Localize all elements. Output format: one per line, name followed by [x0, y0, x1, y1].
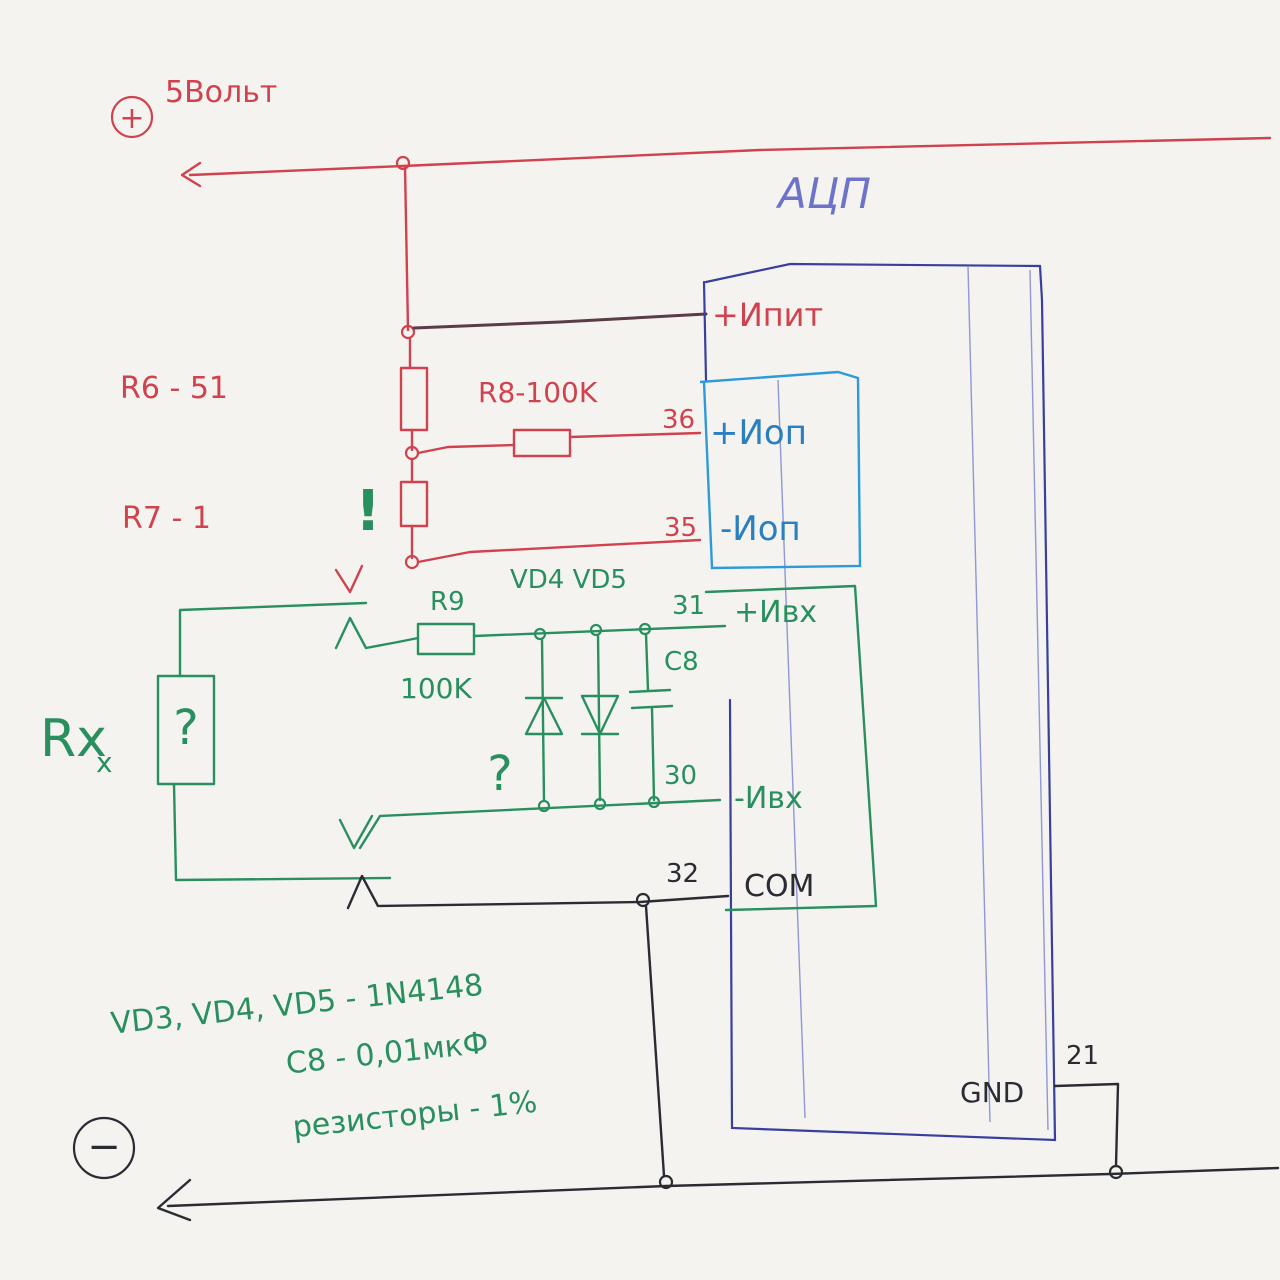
- r8-wire-right: [568, 431, 702, 439]
- r8-label: R8-100K: [478, 376, 598, 409]
- adc-inner-line-2: [967, 265, 991, 1123]
- rx-top-wire: [178, 601, 368, 678]
- connector-v-top-icon: [334, 564, 364, 594]
- adc-inner-line-1: [777, 379, 806, 1119]
- pin-number-35: 35: [664, 513, 697, 543]
- ground-junction-left: [658, 1174, 674, 1190]
- minus-terminal-circle: [72, 1116, 136, 1180]
- vd5-bottom-junction: [593, 797, 607, 811]
- adc-outline: [704, 262, 1057, 1142]
- rx-label-sub: x: [96, 746, 113, 779]
- supply-to-adc-wire: [412, 312, 708, 330]
- com-wire: [378, 894, 730, 908]
- diode-question-mark: ?: [487, 746, 512, 802]
- warning-mark: !: [355, 479, 381, 544]
- input-circuit: +Ивх -Ивх COM 31 30 ? Rx x R9 100K VD4 V…: [40, 565, 878, 912]
- plus-terminal-symbol: +: [119, 101, 144, 136]
- supply-rail-wire: [188, 136, 1272, 177]
- r9-label: R9: [430, 587, 465, 617]
- pin-plus-ref-label: +Иоп: [710, 413, 807, 453]
- vd5-top-junction: [589, 623, 603, 637]
- c8-lead-top: [644, 632, 650, 692]
- connector-caret-bottom-icon: [346, 874, 380, 910]
- pin-plus-in-label: +Ивх: [734, 595, 817, 630]
- r9-wire-left: [396, 636, 420, 644]
- com-junction: [635, 892, 651, 908]
- ground-junction-right: [1108, 1164, 1124, 1180]
- pin-minus-ref-label: -Иоп: [720, 509, 801, 549]
- r7-resistor: [399, 480, 429, 528]
- vd4-bottom-junction: [537, 799, 551, 813]
- ground-rail-wire: [166, 1166, 1280, 1208]
- com-drop-wire: [644, 904, 666, 1178]
- vd4-lead: [540, 637, 546, 802]
- ground-network: 32 − GND 21: [72, 859, 1280, 1222]
- supply-arrow-icon: [180, 161, 202, 188]
- pin-number-31: 31: [672, 591, 705, 621]
- c8-label: C8: [664, 647, 699, 677]
- r8-resistor: [512, 428, 572, 458]
- vd5-lead: [596, 633, 602, 802]
- r6-label: R6 - 51: [120, 371, 228, 406]
- adc-left-edge: [702, 280, 708, 382]
- rx-bottom-wire: [172, 782, 392, 882]
- r6-top-junction: [400, 324, 416, 340]
- pin-number-32: 32: [666, 859, 699, 889]
- reference-box: [699, 370, 862, 570]
- supply-vertical-wire: [403, 164, 410, 332]
- plus-terminal-circle: [110, 95, 154, 139]
- pin-plus-supply-label: +Ипит: [712, 296, 823, 334]
- gnd-wire: [1053, 1082, 1120, 1168]
- r6-resistor: [399, 366, 429, 432]
- rx-label: Rx: [40, 709, 107, 769]
- pin-number-21: 21: [1066, 1041, 1099, 1071]
- supply-junction: [395, 155, 411, 171]
- adc-block: АЦП +Иоп -Иоп: [699, 169, 1057, 1142]
- vd4-diode-icon: [524, 696, 564, 736]
- pin-gnd-label: GND: [960, 1076, 1024, 1109]
- minus-terminal-symbol: −: [87, 1124, 121, 1170]
- rx-resistor: [156, 674, 216, 786]
- supply-network: + 5Вольт R6 - 51 R7 - 1 ! R8-100K 36 35 …: [110, 75, 1272, 594]
- pin-number-36: 36: [662, 405, 695, 435]
- input-box: [704, 584, 878, 912]
- adc-inner-line-3: [1029, 269, 1049, 1131]
- r9-resistor: [416, 622, 476, 656]
- ground-arrow-icon: [156, 1178, 192, 1222]
- r7-label: R7 - 1: [122, 501, 211, 536]
- connector-caret-top-icon: [334, 616, 400, 650]
- r9-value-label: 100K: [400, 672, 472, 705]
- adc-title: АЦП: [775, 169, 871, 218]
- supply-voltage-label: 5Вольт: [165, 75, 277, 110]
- pin-minus-in-label: -Ивх: [734, 781, 803, 816]
- ref-minus-wire: [416, 538, 702, 564]
- minus-in-wire: [358, 798, 722, 850]
- connector-v-bottom-icon: [338, 814, 374, 850]
- pin-number-30: 30: [664, 761, 697, 791]
- r9-wire-right: [472, 624, 727, 638]
- c8-lead-bottom: [650, 706, 656, 802]
- vd4-vd5-label: VD4 VD5: [510, 565, 627, 595]
- vd5-diode-icon: [580, 694, 620, 736]
- rx-unknown-mark: ?: [173, 700, 198, 756]
- vd4-top-junction: [533, 627, 547, 641]
- pin-com-label: COM: [744, 869, 814, 904]
- r8-wire-left: [416, 443, 516, 455]
- c8-bottom-junction: [647, 795, 661, 809]
